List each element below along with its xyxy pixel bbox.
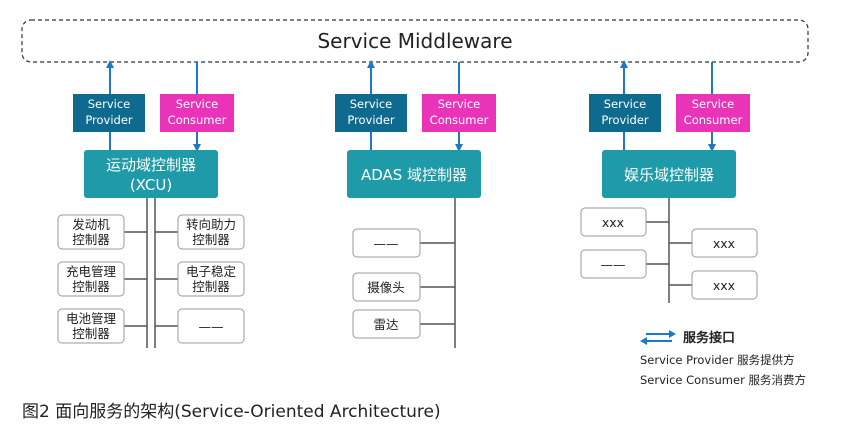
service-provider-box: Service Provider: [73, 94, 145, 132]
svg-text:Service: Service: [88, 97, 131, 111]
domain-entertainment: Service Provider Service Consumer 娱乐域控制器…: [580, 60, 758, 303]
svg-text:控制器: 控制器: [72, 326, 110, 341]
placeholder-box: ——: [580, 249, 647, 279]
entertainment-domain-controller: 娱乐域控制器: [602, 150, 736, 198]
adas-domain-controller: ADAS 域控制器: [347, 150, 481, 198]
svg-text:Service: Service: [692, 97, 735, 111]
svg-text:控制器: 控制器: [192, 279, 230, 294]
svg-text:雷达: 雷达: [373, 317, 399, 332]
charging-controller-box: 充电管理 控制器: [57, 261, 125, 297]
svg-text:Service: Service: [604, 97, 647, 111]
middleware-label: Service Middleware: [317, 29, 512, 53]
svg-text:控制器: 控制器: [72, 279, 110, 294]
svg-text:Service: Service: [350, 97, 393, 111]
svg-text:控制器: 控制器: [192, 232, 230, 247]
svg-text:xxx: xxx: [602, 215, 624, 230]
bidirectional-arrow-icon: [640, 330, 676, 345]
steering-controller-box: 转向助力 控制器: [177, 214, 245, 250]
svg-text:转向助力: 转向助力: [186, 217, 236, 232]
svg-text:Provider: Provider: [601, 113, 649, 127]
svg-text:ADAS 域控制器: ADAS 域控制器: [361, 166, 467, 184]
service-middleware: Service Middleware: [21, 19, 809, 63]
xxx-box: xxx: [691, 270, 758, 300]
xxx-box: xxx: [580, 207, 647, 237]
radar-box: 雷达: [352, 309, 421, 339]
legend-provider: Service Provider 服务提供方: [640, 353, 795, 367]
svg-text:(XCU): (XCU): [130, 176, 172, 194]
camera-box: 摄像头: [352, 272, 421, 302]
domain-adas: Service Provider Service Consumer ADAS 域…: [335, 60, 496, 348]
svg-text:充电管理: 充电管理: [66, 264, 117, 279]
legend-consumer: Service Consumer 服务消费方: [640, 373, 806, 387]
svg-text:Consumer: Consumer: [168, 113, 227, 127]
svg-text:电子稳定: 电子稳定: [186, 264, 236, 279]
engine-controller-box: 发动机 控制器: [57, 214, 125, 250]
motion-domain-controller: 运动域控制器 (XCU): [84, 150, 218, 198]
svg-text:xxx: xxx: [713, 278, 735, 293]
svg-text:Service: Service: [438, 97, 481, 111]
svg-text:Service: Service: [176, 97, 219, 111]
legend: 服务接口 Service Provider 服务提供方 Service Cons…: [640, 330, 806, 387]
svg-text:——: ——: [199, 319, 224, 334]
service-provider-box: Service Provider: [589, 94, 661, 132]
figure-caption: 图2 面向服务的架构(Service-Oriented Architecture…: [22, 402, 441, 422]
service-provider-box: Service Provider: [335, 94, 407, 132]
svg-text:——: ——: [374, 236, 399, 251]
service-consumer-box: Service Consumer: [422, 94, 496, 132]
svg-text:电池管理: 电池管理: [66, 311, 117, 326]
svg-text:Consumer: Consumer: [430, 113, 489, 127]
service-consumer-box: Service Consumer: [676, 94, 750, 132]
svg-text:发动机: 发动机: [72, 217, 110, 232]
legend-interface: 服务接口: [683, 330, 735, 346]
placeholder-box: ——: [177, 308, 245, 344]
svg-text:xxx: xxx: [713, 236, 735, 251]
stability-controller-box: 电子稳定 控制器: [177, 261, 245, 297]
svg-text:Consumer: Consumer: [684, 113, 743, 127]
battery-controller-box: 电池管理 控制器: [57, 308, 125, 344]
svg-text:——: ——: [601, 257, 626, 272]
svg-text:控制器: 控制器: [72, 232, 110, 247]
service-consumer-box: Service Consumer: [160, 94, 234, 132]
placeholder-box: ——: [352, 228, 421, 258]
svg-text:Provider: Provider: [85, 113, 133, 127]
domain-motion: Service Provider Service Consumer 运动域控制器…: [57, 60, 245, 348]
svg-text:Provider: Provider: [347, 113, 395, 127]
svg-text:娱乐域控制器: 娱乐域控制器: [624, 166, 714, 184]
svg-text:运动域控制器: 运动域控制器: [106, 156, 196, 174]
svg-text:摄像头: 摄像头: [367, 280, 405, 295]
xxx-box: xxx: [691, 228, 758, 258]
